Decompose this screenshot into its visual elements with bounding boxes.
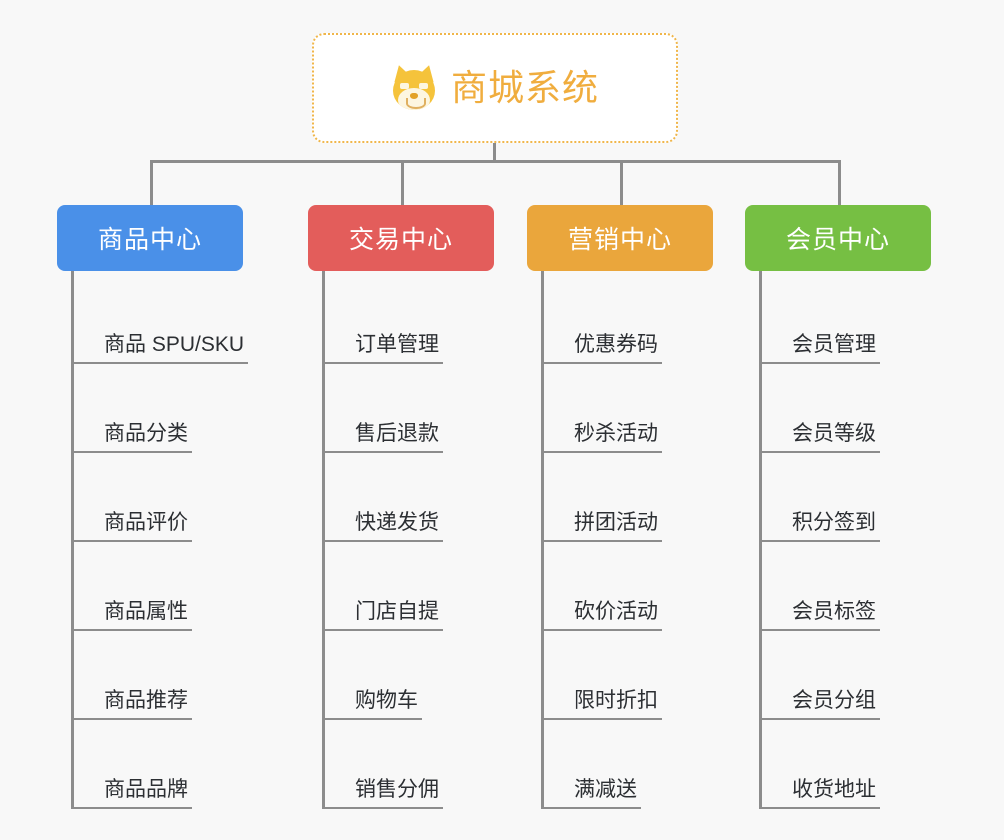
leaf-label: 门店自提 bbox=[325, 600, 443, 631]
list-item[interactable]: 秒杀活动 bbox=[544, 364, 757, 453]
leaf-list: 优惠券码 秒杀活动 拼团活动 砍价活动 限时折扣 满减送 bbox=[541, 271, 757, 809]
connector-bus bbox=[150, 160, 841, 163]
connector-drop-3 bbox=[620, 160, 623, 206]
leaf-label: 商品属性 bbox=[74, 600, 192, 631]
list-item[interactable]: 订单管理 bbox=[325, 275, 538, 364]
leaf-label: 销售分佣 bbox=[325, 778, 443, 809]
list-item[interactable]: 满减送 bbox=[544, 720, 757, 809]
leaf-label: 砍价活动 bbox=[544, 600, 662, 631]
list-item[interactable]: 商品品牌 bbox=[74, 720, 287, 809]
list-item[interactable]: 售后退款 bbox=[325, 364, 538, 453]
category-header[interactable]: 会员中心 bbox=[745, 205, 931, 271]
list-item[interactable]: 商品推荐 bbox=[74, 631, 287, 720]
leaf-label: 积分签到 bbox=[762, 511, 880, 542]
leaf-label: 限时折扣 bbox=[544, 689, 662, 720]
leaf-label: 会员管理 bbox=[762, 333, 880, 364]
leaf-label: 商品分类 bbox=[74, 422, 192, 453]
leaf-list: 订单管理 售后退款 快递发货 门店自提 购物车 销售分佣 bbox=[322, 271, 538, 809]
leaf-label: 商品品牌 bbox=[74, 778, 192, 809]
branch-marketing-center: 营销中心 优惠券码 秒杀活动 拼团活动 砍价活动 限时折扣 满减送 bbox=[527, 205, 757, 809]
branch-trade-center: 交易中心 订单管理 售后退款 快递发货 门店自提 购物车 销售分佣 bbox=[308, 205, 538, 809]
leaf-label: 购物车 bbox=[325, 689, 422, 720]
leaf-label: 拼团活动 bbox=[544, 511, 662, 542]
list-item[interactable]: 收货地址 bbox=[762, 720, 975, 809]
list-item[interactable]: 门店自提 bbox=[325, 542, 538, 631]
list-item[interactable]: 快递发货 bbox=[325, 453, 538, 542]
leaf-label: 快递发货 bbox=[325, 511, 443, 542]
leaf-list: 会员管理 会员等级 积分签到 会员标签 会员分组 收货地址 bbox=[759, 271, 975, 809]
list-item[interactable]: 会员管理 bbox=[762, 275, 975, 364]
leaf-label: 优惠券码 bbox=[544, 333, 662, 364]
leaf-label: 售后退款 bbox=[325, 422, 443, 453]
list-item[interactable]: 拼团活动 bbox=[544, 453, 757, 542]
leaf-label: 商品评价 bbox=[74, 511, 192, 542]
list-item[interactable]: 限时折扣 bbox=[544, 631, 757, 720]
list-item[interactable]: 商品分类 bbox=[74, 364, 287, 453]
branch-product-center: 商品中心 商品 SPU/SKU 商品分类 商品评价 商品属性 商品推荐 商品品牌 bbox=[57, 205, 287, 809]
list-item[interactable]: 会员标签 bbox=[762, 542, 975, 631]
leaf-label: 收货地址 bbox=[762, 778, 880, 809]
dog-face-icon bbox=[390, 62, 438, 111]
list-item[interactable]: 销售分佣 bbox=[325, 720, 538, 809]
list-item[interactable]: 优惠券码 bbox=[544, 275, 757, 364]
leaf-label: 会员标签 bbox=[762, 600, 880, 631]
category-header[interactable]: 交易中心 bbox=[308, 205, 494, 271]
list-item[interactable]: 积分签到 bbox=[762, 453, 975, 542]
leaf-label: 订单管理 bbox=[325, 333, 443, 364]
leaf-list: 商品 SPU/SKU 商品分类 商品评价 商品属性 商品推荐 商品品牌 bbox=[71, 271, 287, 809]
leaf-label: 商品推荐 bbox=[74, 689, 192, 720]
connector-drop-1 bbox=[150, 160, 153, 206]
leaf-label: 秒杀活动 bbox=[544, 422, 662, 453]
leaf-label: 商品 SPU/SKU bbox=[74, 333, 249, 364]
root-title: 商城系统 bbox=[450, 67, 599, 108]
root-node[interactable]: 商城系统 bbox=[312, 33, 678, 143]
connector-drop-4 bbox=[838, 160, 841, 206]
list-item[interactable]: 砍价活动 bbox=[544, 542, 757, 631]
list-item[interactable]: 商品评价 bbox=[74, 453, 287, 542]
category-header[interactable]: 营销中心 bbox=[527, 205, 713, 271]
leaf-label: 满减送 bbox=[544, 778, 641, 809]
leaf-label: 会员等级 bbox=[762, 422, 880, 453]
list-item[interactable]: 商品属性 bbox=[74, 542, 287, 631]
branch-member-center: 会员中心 会员管理 会员等级 积分签到 会员标签 会员分组 收货地址 bbox=[745, 205, 975, 809]
leaf-label: 会员分组 bbox=[762, 689, 880, 720]
list-item[interactable]: 商品 SPU/SKU bbox=[74, 275, 287, 364]
list-item[interactable]: 会员等级 bbox=[762, 364, 975, 453]
connector-drop-2 bbox=[401, 160, 404, 206]
list-item[interactable]: 购物车 bbox=[325, 631, 538, 720]
connector-root-stem bbox=[493, 143, 496, 163]
list-item[interactable]: 会员分组 bbox=[762, 631, 975, 720]
category-header[interactable]: 商品中心 bbox=[57, 205, 243, 271]
